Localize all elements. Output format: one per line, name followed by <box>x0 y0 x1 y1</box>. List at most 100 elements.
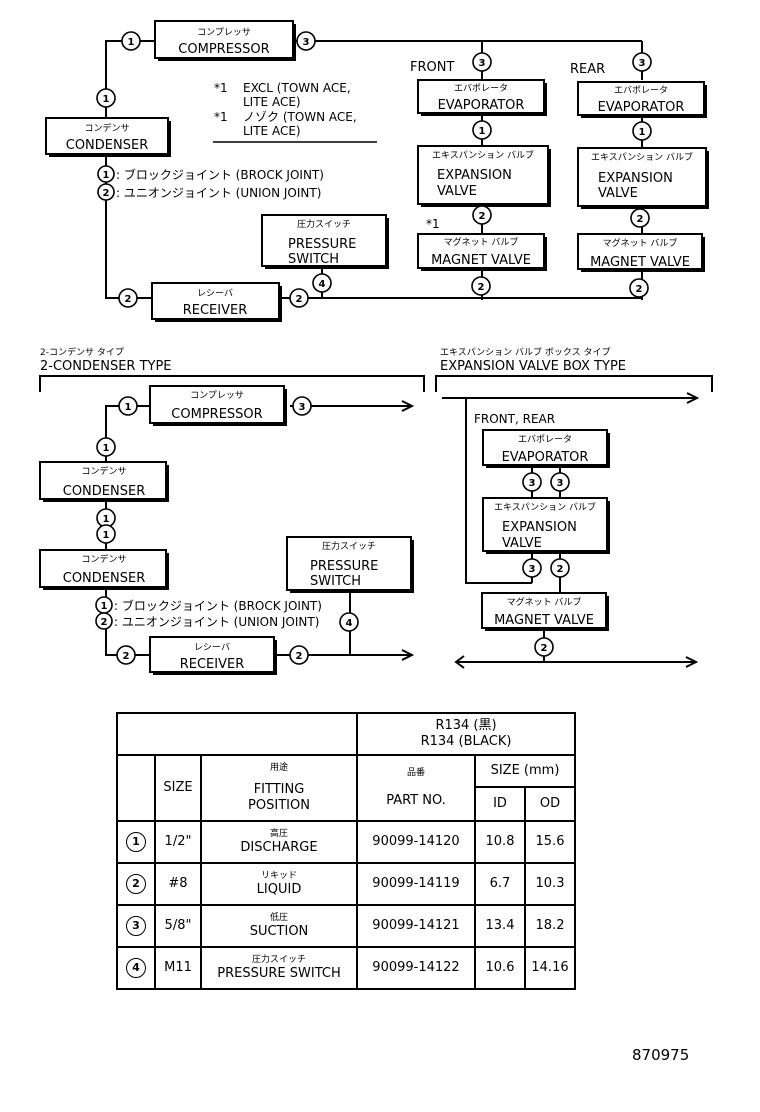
legend-1-num: 1 <box>103 170 110 181</box>
rear-expansion-valve-jp-label: エキスパンション バルブ <box>591 151 693 163</box>
svg-text:2: 2 <box>296 294 303 305</box>
front-magnet-valve-jp-label: マグネット バルブ <box>444 236 519 248</box>
two-condenser-receiver-jp-label: レシーバ <box>194 642 230 653</box>
two-condenser-compressor-box: コンプレッサ COMPRESSOR <box>149 385 287 426</box>
svg-text:3: 3 <box>529 478 536 489</box>
fitting-en: SUCTION <box>249 924 309 939</box>
valve-box-evaporator-label: EVAPORATOR <box>502 450 589 465</box>
svg-text:1: 1 <box>128 37 135 48</box>
notes: *1 EXCL (TOWN ACE, LITE ACE) *1 ノゾク (TOW… <box>213 81 377 143</box>
condenser-2-box: コンデンサ CONDENSER <box>39 549 169 590</box>
two-condenser-pressure-switch-box: 圧力スイッチ PRESSURE SWITCH <box>286 536 414 593</box>
svg-text:2: 2 <box>541 643 548 654</box>
two-condenser-legend-1-text: : ブロックジョイント (BROCK JOINT) <box>114 598 322 613</box>
two-condenser-compressor-jp-label: コンプレッサ <box>190 390 244 401</box>
fitting-header-jp: 用途 <box>269 763 288 773</box>
valve-box-magnet-valve-jp-label: マグネット バルブ <box>507 596 582 608</box>
condenser-jp-label: コンデンサ <box>84 122 129 134</box>
top-diagram: コンプレッサ COMPRESSOR コンデンサ CONDENSER 圧力スイッチ… <box>45 20 709 322</box>
rear-magnet-valve-label: MAGNET VALVE <box>590 255 690 270</box>
svg-text:2: 2 <box>125 294 132 305</box>
rear-evaporator-box: エバポレータ EVAPORATOR <box>577 81 707 118</box>
valve-box-evaporator-box: エバポレータ EVAPORATOR <box>482 429 610 468</box>
svg-text:1: 1 <box>103 514 110 525</box>
pressure-switch-box: 圧力スイッチ PRESSURE SWITCH <box>261 214 389 269</box>
id-cell: 10.6 <box>474 946 526 990</box>
receiver-label: RECEIVER <box>183 303 248 318</box>
two-condenser-pressure-switch-label-1: PRESSURE <box>310 559 378 574</box>
rear-expansion-valve-label-1: EXPANSION <box>598 171 673 186</box>
svg-text:2: 2 <box>479 211 486 222</box>
size-cell: M11 <box>154 946 202 990</box>
row-number: 2 <box>126 874 146 894</box>
valve-box-expansion-valve-jp-label: エキスパンション バルブ <box>494 501 596 513</box>
diagram-number: 870975 <box>632 1046 690 1064</box>
valve-box-expansion-valve-box: エキスパンション バルブ EXPANSION VALVE <box>482 497 610 554</box>
legend-1-text: : ブロックジョイント (BROCK JOINT) <box>116 167 324 182</box>
svg-text:1: 1 <box>479 126 486 137</box>
part-header: 品番 PART NO. <box>356 754 476 822</box>
svg-text:2: 2 <box>296 651 303 662</box>
part-no-cell: 90099-14121 <box>356 904 476 948</box>
rear-evaporator-jp-label: エバポレータ <box>614 85 668 96</box>
fitting-en: PRESSURE SWITCH <box>217 966 341 981</box>
svg-text:3: 3 <box>639 58 646 69</box>
two-condenser-receiver-label: RECEIVER <box>180 657 245 672</box>
rear-magnet-valve-jp-label: マグネット バルブ <box>603 237 678 249</box>
parts-table: R134 (黒) R134 (BLACK) SIZE 用途 FITTING PO… <box>116 712 576 990</box>
receiver-box: レシーバ RECEIVER <box>151 282 282 322</box>
pressure-switch-label-2: SWITCH <box>288 252 339 267</box>
condenser-1-label: CONDENSER <box>63 484 145 499</box>
magnet-valve-mark: *1 <box>426 217 440 231</box>
size-cell: 5/8" <box>154 904 202 948</box>
svg-text:1: 1 <box>103 94 110 105</box>
fitting-jp: 圧力スイッチ <box>251 955 306 965</box>
row-number: 4 <box>126 958 146 978</box>
note-2-mark: *1 <box>214 110 228 124</box>
od-cell: 15.6 <box>524 820 576 864</box>
row-number: 3 <box>126 916 146 936</box>
id-header: ID <box>474 786 526 822</box>
legend-2-num: 2 <box>103 188 110 199</box>
valve-box-diagram: エキスパンション バルブ ボックス タイプ EXPANSION VALVE BO… <box>435 346 713 669</box>
svg-text:3: 3 <box>557 478 564 489</box>
svg-text:2: 2 <box>123 651 130 662</box>
svg-text:2: 2 <box>557 564 564 575</box>
front-magnet-valve-box: *1 マグネット バルブ MAGNET VALVE <box>417 217 547 271</box>
fitting-jp: 低圧 <box>269 913 288 923</box>
note-2-line-2: LITE ACE) <box>243 124 301 138</box>
valve-box-joint-markers: 3 3 3 2 2 <box>522 472 570 657</box>
condenser-box: コンデンサ CONDENSER <box>45 117 171 157</box>
fitting-header-line-2: POSITION <box>248 798 310 813</box>
front-expansion-valve-jp-label: エキスパンション バルブ <box>432 149 534 161</box>
compressor-jp-label: コンプレッサ <box>197 27 251 38</box>
legend-2-text: : ユニオンジョイント (UNION JOINT) <box>116 186 321 200</box>
two-condenser-title-jp: 2-コンデンサ タイプ <box>40 346 124 358</box>
front-evaporator-jp-label: エバポレータ <box>454 83 508 94</box>
id-cell: 13.4 <box>474 904 526 948</box>
part-no-cell: 90099-14122 <box>356 946 476 990</box>
valve-box-title: EXPANSION VALVE BOX TYPE <box>440 359 626 374</box>
note-1-line-2: LITE ACE) <box>243 95 301 109</box>
table-corner <box>116 712 358 756</box>
od-cell: 14.16 <box>524 946 576 990</box>
pressure-switch-label-1: PRESSURE <box>288 237 356 252</box>
two-condenser-pressure-switch-jp-label: 圧力スイッチ <box>322 540 376 552</box>
od-cell: 18.2 <box>524 904 576 948</box>
two-condenser-joint-markers: 1 3 1 1 1 4 2 2 <box>96 396 359 665</box>
svg-text:4: 4 <box>346 618 353 629</box>
size-cell: #8 <box>154 862 202 906</box>
id-cell: 6.7 <box>474 862 526 906</box>
front-evaporator-box: エバポレータ EVAPORATOR <box>417 79 547 116</box>
od-header: OD <box>524 786 576 822</box>
fitting-en: LIQUID <box>256 882 302 897</box>
condenser-1-jp-label: コンデンサ <box>81 465 126 477</box>
two-condenser-diagram: 2-コンデンサ タイプ 2-CONDENSER TYPE コンプレッサ COMP… <box>39 346 425 675</box>
row-number: 1 <box>126 832 146 852</box>
valve-box-title-jp: エキスパンション バルブ ボックス タイプ <box>440 346 611 358</box>
note-1-line-1: EXCL (TOWN ACE, <box>243 81 351 95</box>
size-cell: 1/2" <box>154 820 202 864</box>
